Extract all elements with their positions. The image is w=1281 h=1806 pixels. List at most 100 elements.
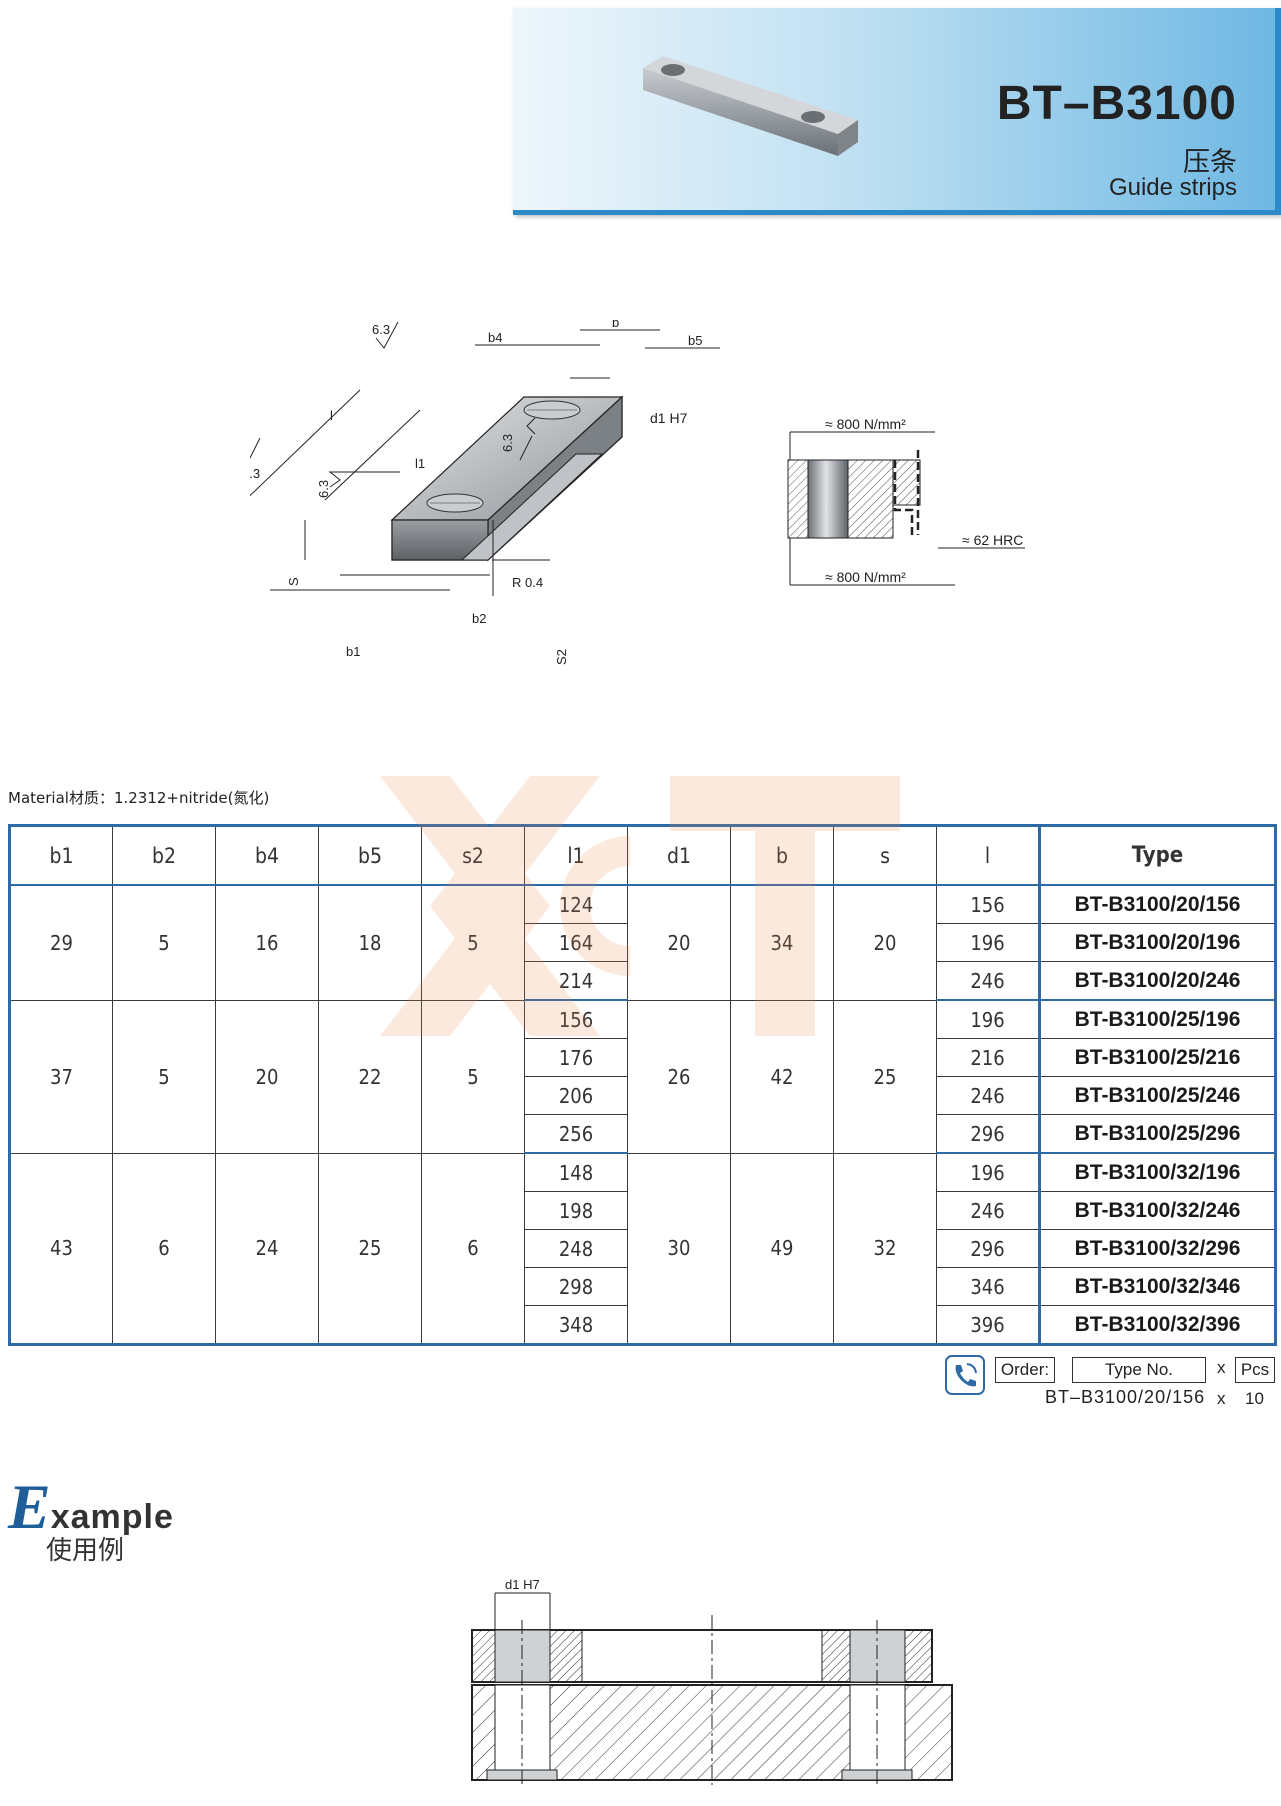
order-example: Order: Type No. x Pcs BT–B3100/20/156 x … (945, 1355, 1275, 1415)
dim-s: S (286, 577, 301, 586)
column-header-s: s (833, 825, 937, 886)
column-header-s2: s2 (421, 825, 525, 886)
dim-l1: l1 (415, 456, 425, 471)
cell-l1: 164 (524, 923, 628, 962)
dim-b2: b2 (472, 611, 486, 626)
roughness-label-front: 6.3 (316, 480, 331, 498)
cell-b2: 6 (112, 1152, 216, 1345)
cell-s: 32 (833, 1152, 937, 1345)
guide-strip-photo (643, 56, 858, 156)
cell-b: 42 (730, 999, 834, 1154)
cell-type: BT-B3100/25/216 (1038, 1038, 1276, 1077)
column-header-l1: l1 (524, 825, 628, 886)
cell-d1: 26 (627, 999, 731, 1154)
product-name-en: Guide strips (1108, 174, 1237, 201)
column-header-type: Type (1038, 825, 1276, 886)
cell-l1: 214 (524, 961, 628, 1001)
cell-l: 246 (936, 961, 1040, 1001)
cell-d1: 30 (627, 1152, 731, 1345)
cell-b2: 5 (112, 999, 216, 1154)
column-header-l: l (936, 825, 1040, 886)
cell-s2: 5 (421, 884, 525, 1001)
cell-b4: 20 (215, 999, 319, 1154)
cell-b: 49 (730, 1152, 834, 1345)
product-name-cn: 压条 (1183, 147, 1237, 178)
dim-d1: d1 H7 (650, 410, 688, 426)
cell-b4: 24 (215, 1152, 319, 1345)
cell-l1: 248 (524, 1229, 628, 1268)
cell-l1: 176 (524, 1038, 628, 1077)
cell-s2: 6 (421, 1152, 525, 1345)
cell-type: BT-B3100/32/346 (1038, 1267, 1276, 1306)
cell-l: 246 (936, 1191, 1040, 1230)
cell-d1: 20 (627, 884, 731, 1001)
isometric-drawing: 6.3 6.3 6.3 6.3 b4 b b5 d1 H7 l l1 S R 0… (250, 320, 720, 665)
order-type-no-label: Type No. (1072, 1357, 1206, 1383)
cell-l: 296 (936, 1229, 1040, 1268)
example-title-initial: E (8, 1471, 51, 1542)
dim-b1: b1 (346, 644, 360, 659)
roughness-label-top: 6.3 (372, 322, 390, 337)
cell-l1: 206 (524, 1076, 628, 1115)
column-header-b4: b4 (215, 825, 319, 886)
cell-l: 296 (936, 1114, 1040, 1154)
dim-r: R 0.4 (512, 575, 543, 590)
cell-type: BT-B3100/25/296 (1038, 1114, 1276, 1154)
cell-b5: 22 (318, 999, 422, 1154)
order-label: Order: (995, 1357, 1055, 1383)
section-label-bottom: ≈ 800 N/mm² (825, 569, 906, 585)
cell-type: BT-B3100/20/246 (1038, 961, 1276, 1001)
order-example-type: BT–B3100/20/156 (1045, 1387, 1206, 1407)
cell-type: BT-B3100/25/196 (1038, 999, 1276, 1039)
cell-b2: 5 (112, 884, 216, 1001)
cell-type: BT-B3100/20/156 (1038, 884, 1276, 924)
order-pcs-label: Pcs (1235, 1357, 1275, 1383)
example-title: Example (8, 1470, 174, 1544)
cell-type: BT-B3100/32/246 (1038, 1191, 1276, 1230)
example-title-rest: xample (50, 1498, 174, 1536)
cell-l1: 148 (524, 1152, 628, 1192)
example-label-d1: d1 H7 (505, 1577, 540, 1592)
column-header-b1: b1 (9, 825, 113, 886)
dim-b5: b5 (688, 333, 702, 348)
order-example-qty: 10 (1245, 1389, 1264, 1408)
cell-l1: 256 (524, 1114, 628, 1154)
cell-type: BT-B3100/32/196 (1038, 1152, 1276, 1192)
roughness-label-left: 6.3 (250, 466, 260, 481)
cell-b1: 43 (9, 1152, 113, 1345)
roughness-label-side: 6.3 (500, 434, 515, 452)
section-label-top: ≈ 800 N/mm² (825, 416, 906, 432)
cell-b5: 18 (318, 884, 422, 1001)
order-x-symbol-2: x (1217, 1389, 1226, 1408)
cell-b: 34 (730, 884, 834, 1001)
dim-s2: S2 (554, 649, 569, 665)
dim-b4: b4 (488, 330, 502, 345)
cell-l: 196 (936, 999, 1040, 1039)
dim-b: b (612, 320, 619, 330)
example-assembly-drawing: d1 H7 (471, 1577, 953, 1785)
example-title-cn: 使用例 (46, 1536, 125, 1566)
column-header-b2: b2 (112, 825, 216, 886)
cell-l1: 198 (524, 1191, 628, 1230)
dim-l: l (330, 408, 333, 423)
cell-b4: 16 (215, 884, 319, 1001)
cell-l1: 298 (524, 1267, 628, 1306)
cell-b1: 29 (9, 884, 113, 1001)
cell-s2: 5 (421, 999, 525, 1154)
cell-l: 196 (936, 1152, 1040, 1192)
cell-l: 216 (936, 1038, 1040, 1077)
cell-l1: 348 (524, 1305, 628, 1346)
cell-type: BT-B3100/32/396 (1038, 1305, 1276, 1346)
